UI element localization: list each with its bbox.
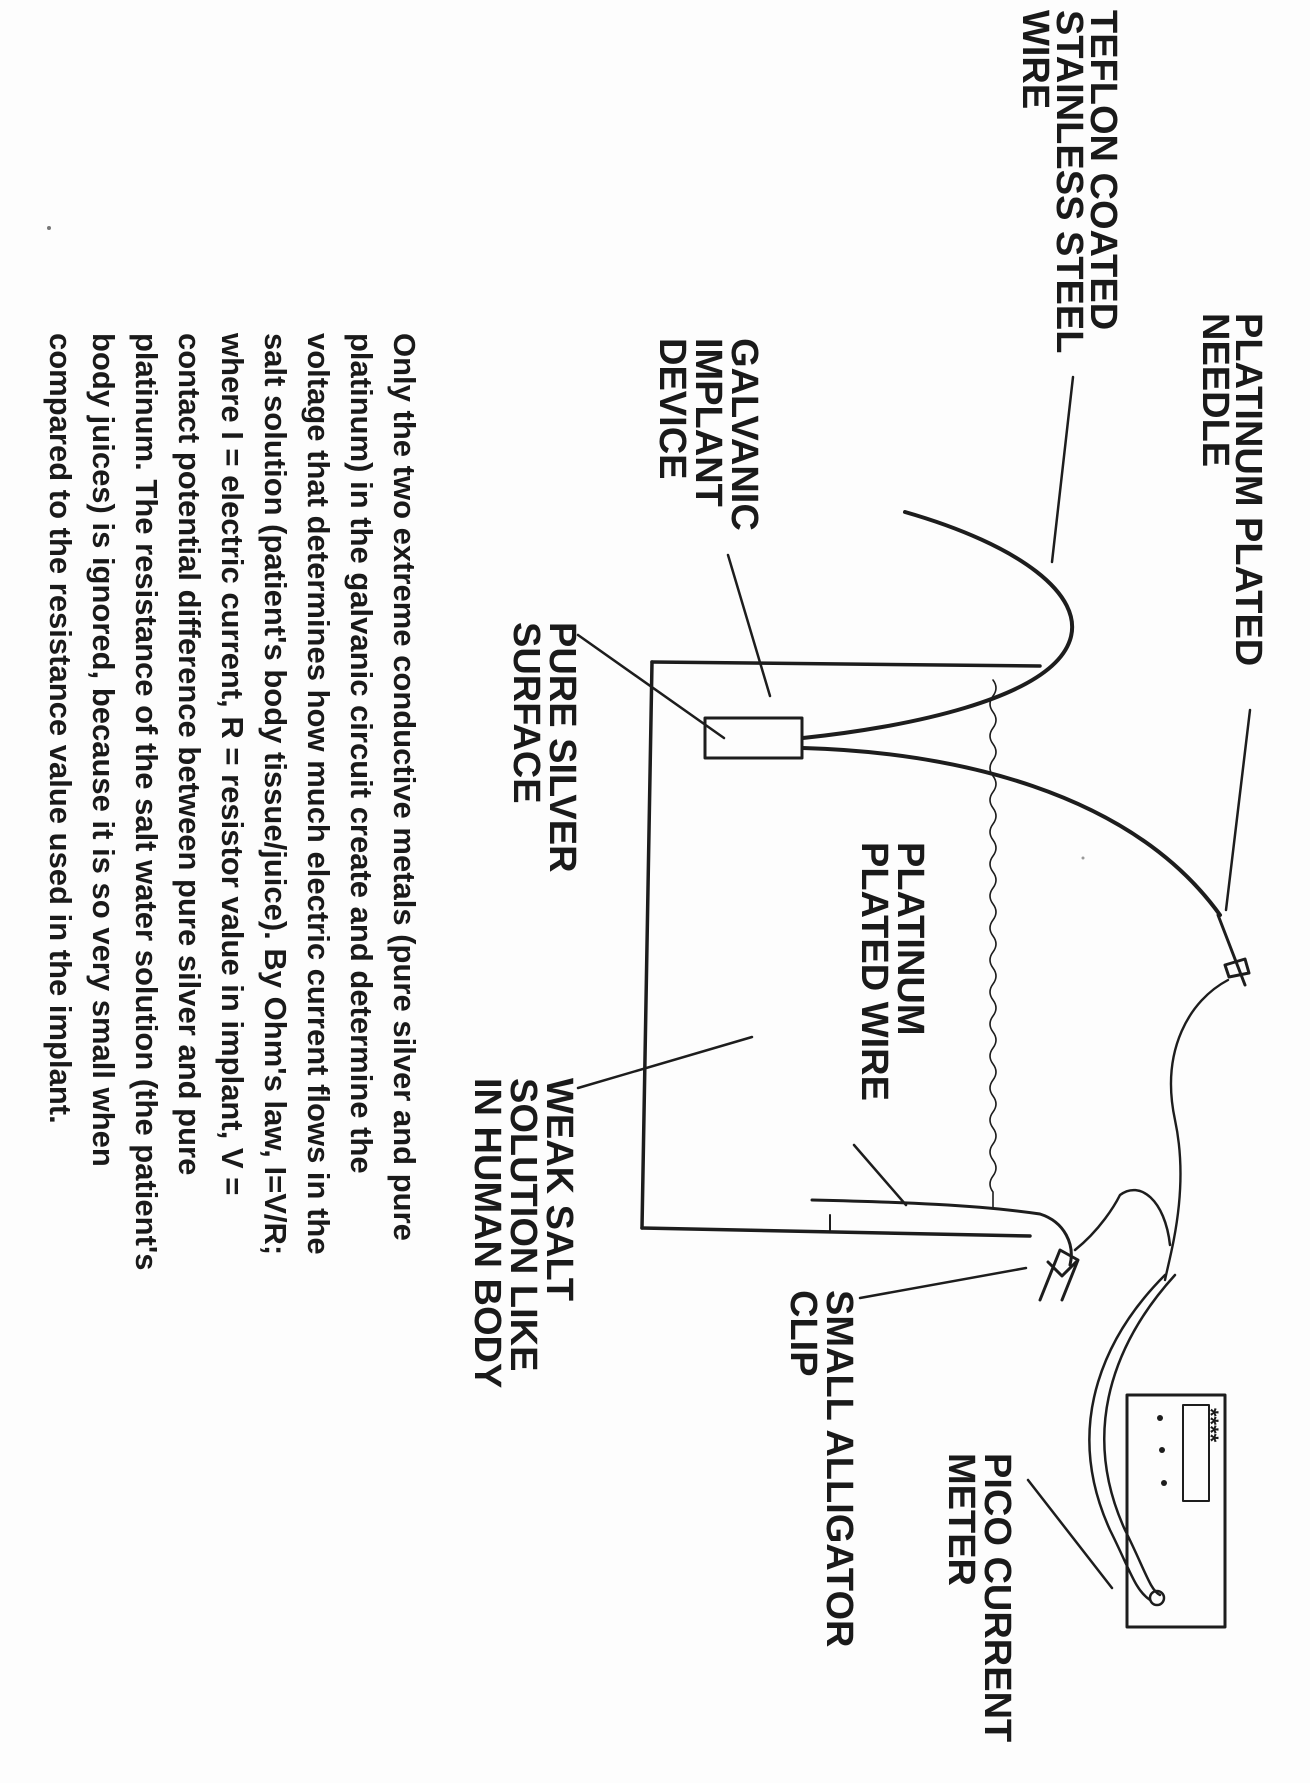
meter-knob [1159, 1447, 1165, 1453]
svg-text:SOLUTION LIKE: SOLUTION LIKE [502, 1078, 544, 1371]
svg-text:CLIP: CLIP [782, 1290, 824, 1377]
label-galvanic: GALVANIC IMPLANT DEVICE [651, 338, 765, 531]
solution-surface-line [989, 679, 997, 1209]
leader-teflon [1050, 375, 1075, 564]
scan-speck [1081, 856, 1085, 860]
svg-text:platinum. The resistance of t: platinum. The resistance of the salt wat… [129, 333, 164, 1271]
label-platwire: PLATINUM PLATED WIRE [853, 842, 931, 1101]
meter-lead-wire-a [1088, 1273, 1167, 1602]
svg-text:TEFLON COATED: TEFLON COATED [1082, 10, 1124, 330]
svg-text:PLATED WIRE: PLATED WIRE [853, 842, 895, 1101]
leader-meter [1026, 1478, 1114, 1590]
svg-text:SURFACE: SURFACE [505, 622, 547, 804]
leader-galvanic [726, 553, 772, 698]
meter-display-value: **** [1198, 1408, 1223, 1443]
label-meter: PICO CURRENT METER [940, 1453, 1018, 1742]
svg-text:Only the two extreme conductiv: Only the two extreme conductive metals (… [387, 333, 422, 1241]
svg-text:compared to the resistance val: compared to the resistance value used in… [43, 333, 78, 1124]
platinum-plated-wire [810, 1198, 1073, 1267]
svg-text:IN HUMAN BODY: IN HUMAN BODY [466, 1078, 508, 1388]
leader-needle [1224, 708, 1252, 912]
meter-terminal [1148, 1589, 1166, 1607]
meter-lead-wire-b [1103, 1273, 1177, 1597]
needle-lead-wire [1163, 978, 1230, 1282]
platinum-plated-needle [1216, 913, 1251, 987]
svg-text:WEAK SALT: WEAK SALT [538, 1078, 580, 1301]
leader-salt [576, 1035, 754, 1090]
svg-text:where I = electric current, R: where I = electric current, R = resistor… [215, 332, 250, 1195]
svg-text:PLATINUM: PLATINUM [889, 842, 931, 1036]
svg-text:salt solution (patient's body: salt solution (patient's body tissue/jui… [258, 333, 293, 1255]
implant-to-needle-wire [801, 746, 1222, 917]
svg-text:body juices) is ignored, becau: body juices) is ignored, because it is s… [86, 333, 121, 1167]
label-teflon: TEFLON COATED STAINLESS STEEL WIRE [1014, 10, 1124, 353]
svg-text:SMALL ALLIGATOR: SMALL ALLIGATOR [818, 1290, 860, 1647]
scan-speck [47, 226, 51, 230]
svg-text:DEVICE: DEVICE [651, 338, 693, 479]
meter-display [1182, 1404, 1210, 1502]
label-silver: PURE SILVER SURFACE [505, 622, 583, 873]
teflon-coated-wire [801, 510, 1074, 740]
svg-text:GALVANIC: GALVANIC [723, 338, 765, 531]
label-salt: WEAK SALT SOLUTION LIKE IN HUMAN BODY [466, 1078, 580, 1388]
explanation-paragraph: Only the two extreme conductive metals (… [43, 332, 422, 1271]
leader-clip [858, 1266, 1028, 1300]
svg-text:PLATINUM PLATED: PLATINUM PLATED [1227, 313, 1269, 666]
galvanic-implant-device [703, 716, 804, 760]
svg-text:platinum) in the galvanic circ: platinum) in the galvanic circuit create… [344, 333, 379, 1174]
svg-text:voltage that determines how mu: voltage that determines how much electri… [301, 333, 336, 1255]
svg-text:WIRE: WIRE [1014, 10, 1056, 109]
meter-knob [1161, 1480, 1167, 1486]
svg-text:METER: METER [940, 1453, 982, 1586]
svg-text:PURE SILVER: PURE SILVER [541, 622, 583, 873]
svg-text:PICO CURRENT: PICO CURRENT [976, 1453, 1018, 1742]
label-needle: PLATINUM PLATED NEEDLE [1194, 313, 1269, 666]
leader-silver [576, 633, 726, 740]
leader-platwire [852, 1143, 908, 1207]
salt-solution-container [640, 660, 1042, 1238]
svg-text:IMPLANT: IMPLANT [687, 338, 729, 507]
small-alligator-clip [1038, 1248, 1080, 1302]
clip-lead-wire [1073, 1188, 1172, 1252]
label-clip: SMALL ALLIGATOR CLIP [782, 1290, 860, 1647]
meter-knob [1157, 1415, 1163, 1421]
svg-text:contact potential difference b: contact potential difference between pur… [172, 333, 207, 1175]
svg-text:NEEDLE: NEEDLE [1194, 313, 1236, 467]
svg-text:STAINLESS STEEL: STAINLESS STEEL [1048, 10, 1090, 353]
pico-current-meter [1125, 1393, 1227, 1629]
